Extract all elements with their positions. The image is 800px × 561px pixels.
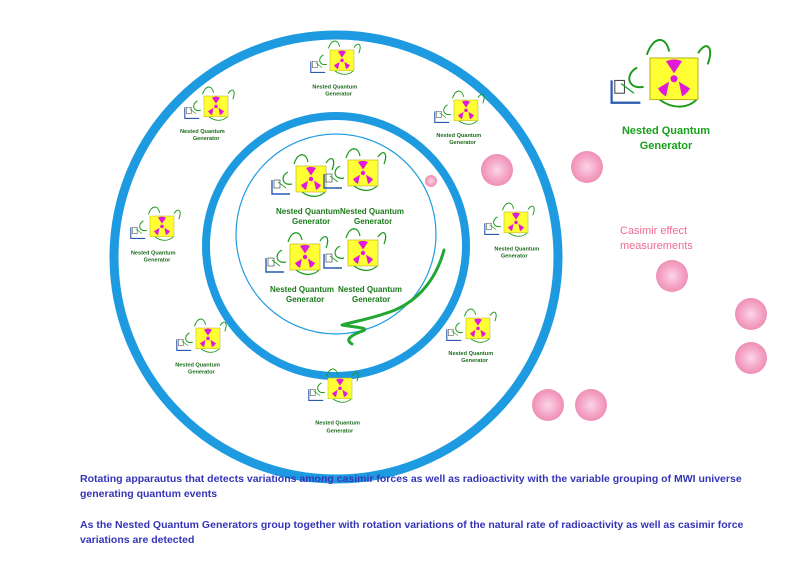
casimir-blob	[532, 389, 564, 421]
svg-text:Generator: Generator	[188, 370, 216, 376]
svg-text:Generator: Generator	[325, 92, 353, 98]
svg-text:Nested Quantum: Nested Quantum	[180, 129, 225, 135]
svg-text:Generator: Generator	[354, 217, 392, 226]
inner-generator: Nested Quantum Generator	[265, 232, 334, 304]
svg-text:Nested Quantum: Nested Quantum	[315, 420, 360, 426]
large-generator-label-line1: Nested Quantum	[621, 125, 710, 137]
casimir-blob	[735, 298, 767, 330]
middle-ring	[202, 112, 470, 380]
casimir-blob	[656, 260, 688, 292]
inner-generator: Nested Quantum Generator	[323, 148, 404, 226]
casimir-label: Casimir effect measurements	[620, 224, 730, 254]
casimir-label-line1: Casimir effect	[620, 225, 688, 237]
caption-rotating-apparatus: Rotating apparautus that detects variati…	[80, 473, 742, 500]
outer-generator: Nested Quantum Generator	[130, 206, 181, 264]
outer-generator: Nested Quantum Generator	[446, 308, 497, 364]
rotation-arrow	[340, 248, 446, 346]
casimir-blob	[575, 389, 607, 421]
outer-generator: Nested Quantum Generator	[434, 90, 485, 146]
casimir-blob	[481, 154, 513, 186]
svg-text:Nested Quantum: Nested Quantum	[448, 351, 493, 357]
outer-generator: Nested Quantum Generator	[308, 368, 360, 434]
svg-text:Generator: Generator	[292, 217, 330, 226]
svg-text:Nested Quantum: Nested Quantum	[270, 285, 334, 294]
svg-text:Nested Quantum: Nested Quantum	[494, 246, 539, 252]
inner-ring	[235, 133, 437, 335]
svg-text:Generator: Generator	[193, 136, 221, 142]
large-generator-label: Nested Quantum Generator	[606, 124, 726, 154]
inner-generator: Nested Quantum Generator	[271, 154, 340, 226]
svg-text:Nested Quantum: Nested Quantum	[276, 207, 340, 216]
svg-text:Nested Quantum: Nested Quantum	[131, 250, 176, 256]
outer-generator: Nested Quantum Generator	[310, 40, 361, 98]
svg-text:Generator: Generator	[286, 295, 324, 304]
svg-text:Nested Quantum: Nested Quantum	[312, 84, 357, 90]
svg-text:Generator: Generator	[144, 258, 172, 264]
svg-text:Nested Quantum: Nested Quantum	[340, 207, 404, 216]
casimir-blob	[425, 175, 437, 187]
outer-ring	[109, 30, 563, 484]
outer-generator: Nested Quantum Generator	[484, 202, 539, 260]
svg-text:Generator: Generator	[352, 295, 390, 304]
svg-text:Nested Quantum: Nested Quantum	[175, 362, 220, 368]
casimir-label-line2: measurements	[620, 240, 693, 252]
casimir-blob	[735, 342, 767, 374]
svg-text:Nested Quantum: Nested Quantum	[436, 133, 481, 139]
svg-text:Nested Quantum: Nested Quantum	[338, 285, 402, 294]
svg-text:Generator: Generator	[449, 140, 477, 146]
large-generator	[610, 38, 712, 108]
caption-nested-generators: As the Nested Quantum Generators group t…	[80, 519, 744, 546]
outer-generator: Nested Quantum Generator	[175, 318, 227, 376]
large-generator-label-line2: Generator	[639, 140, 693, 152]
svg-text:Generator: Generator	[501, 254, 529, 260]
inner-generator: Nested Quantum Generator	[323, 228, 402, 304]
casimir-blob	[571, 151, 603, 183]
svg-text:Generator: Generator	[326, 428, 354, 434]
outer-generator: Nested Quantum Generator	[180, 86, 235, 142]
svg-text:Generator: Generator	[461, 358, 489, 364]
